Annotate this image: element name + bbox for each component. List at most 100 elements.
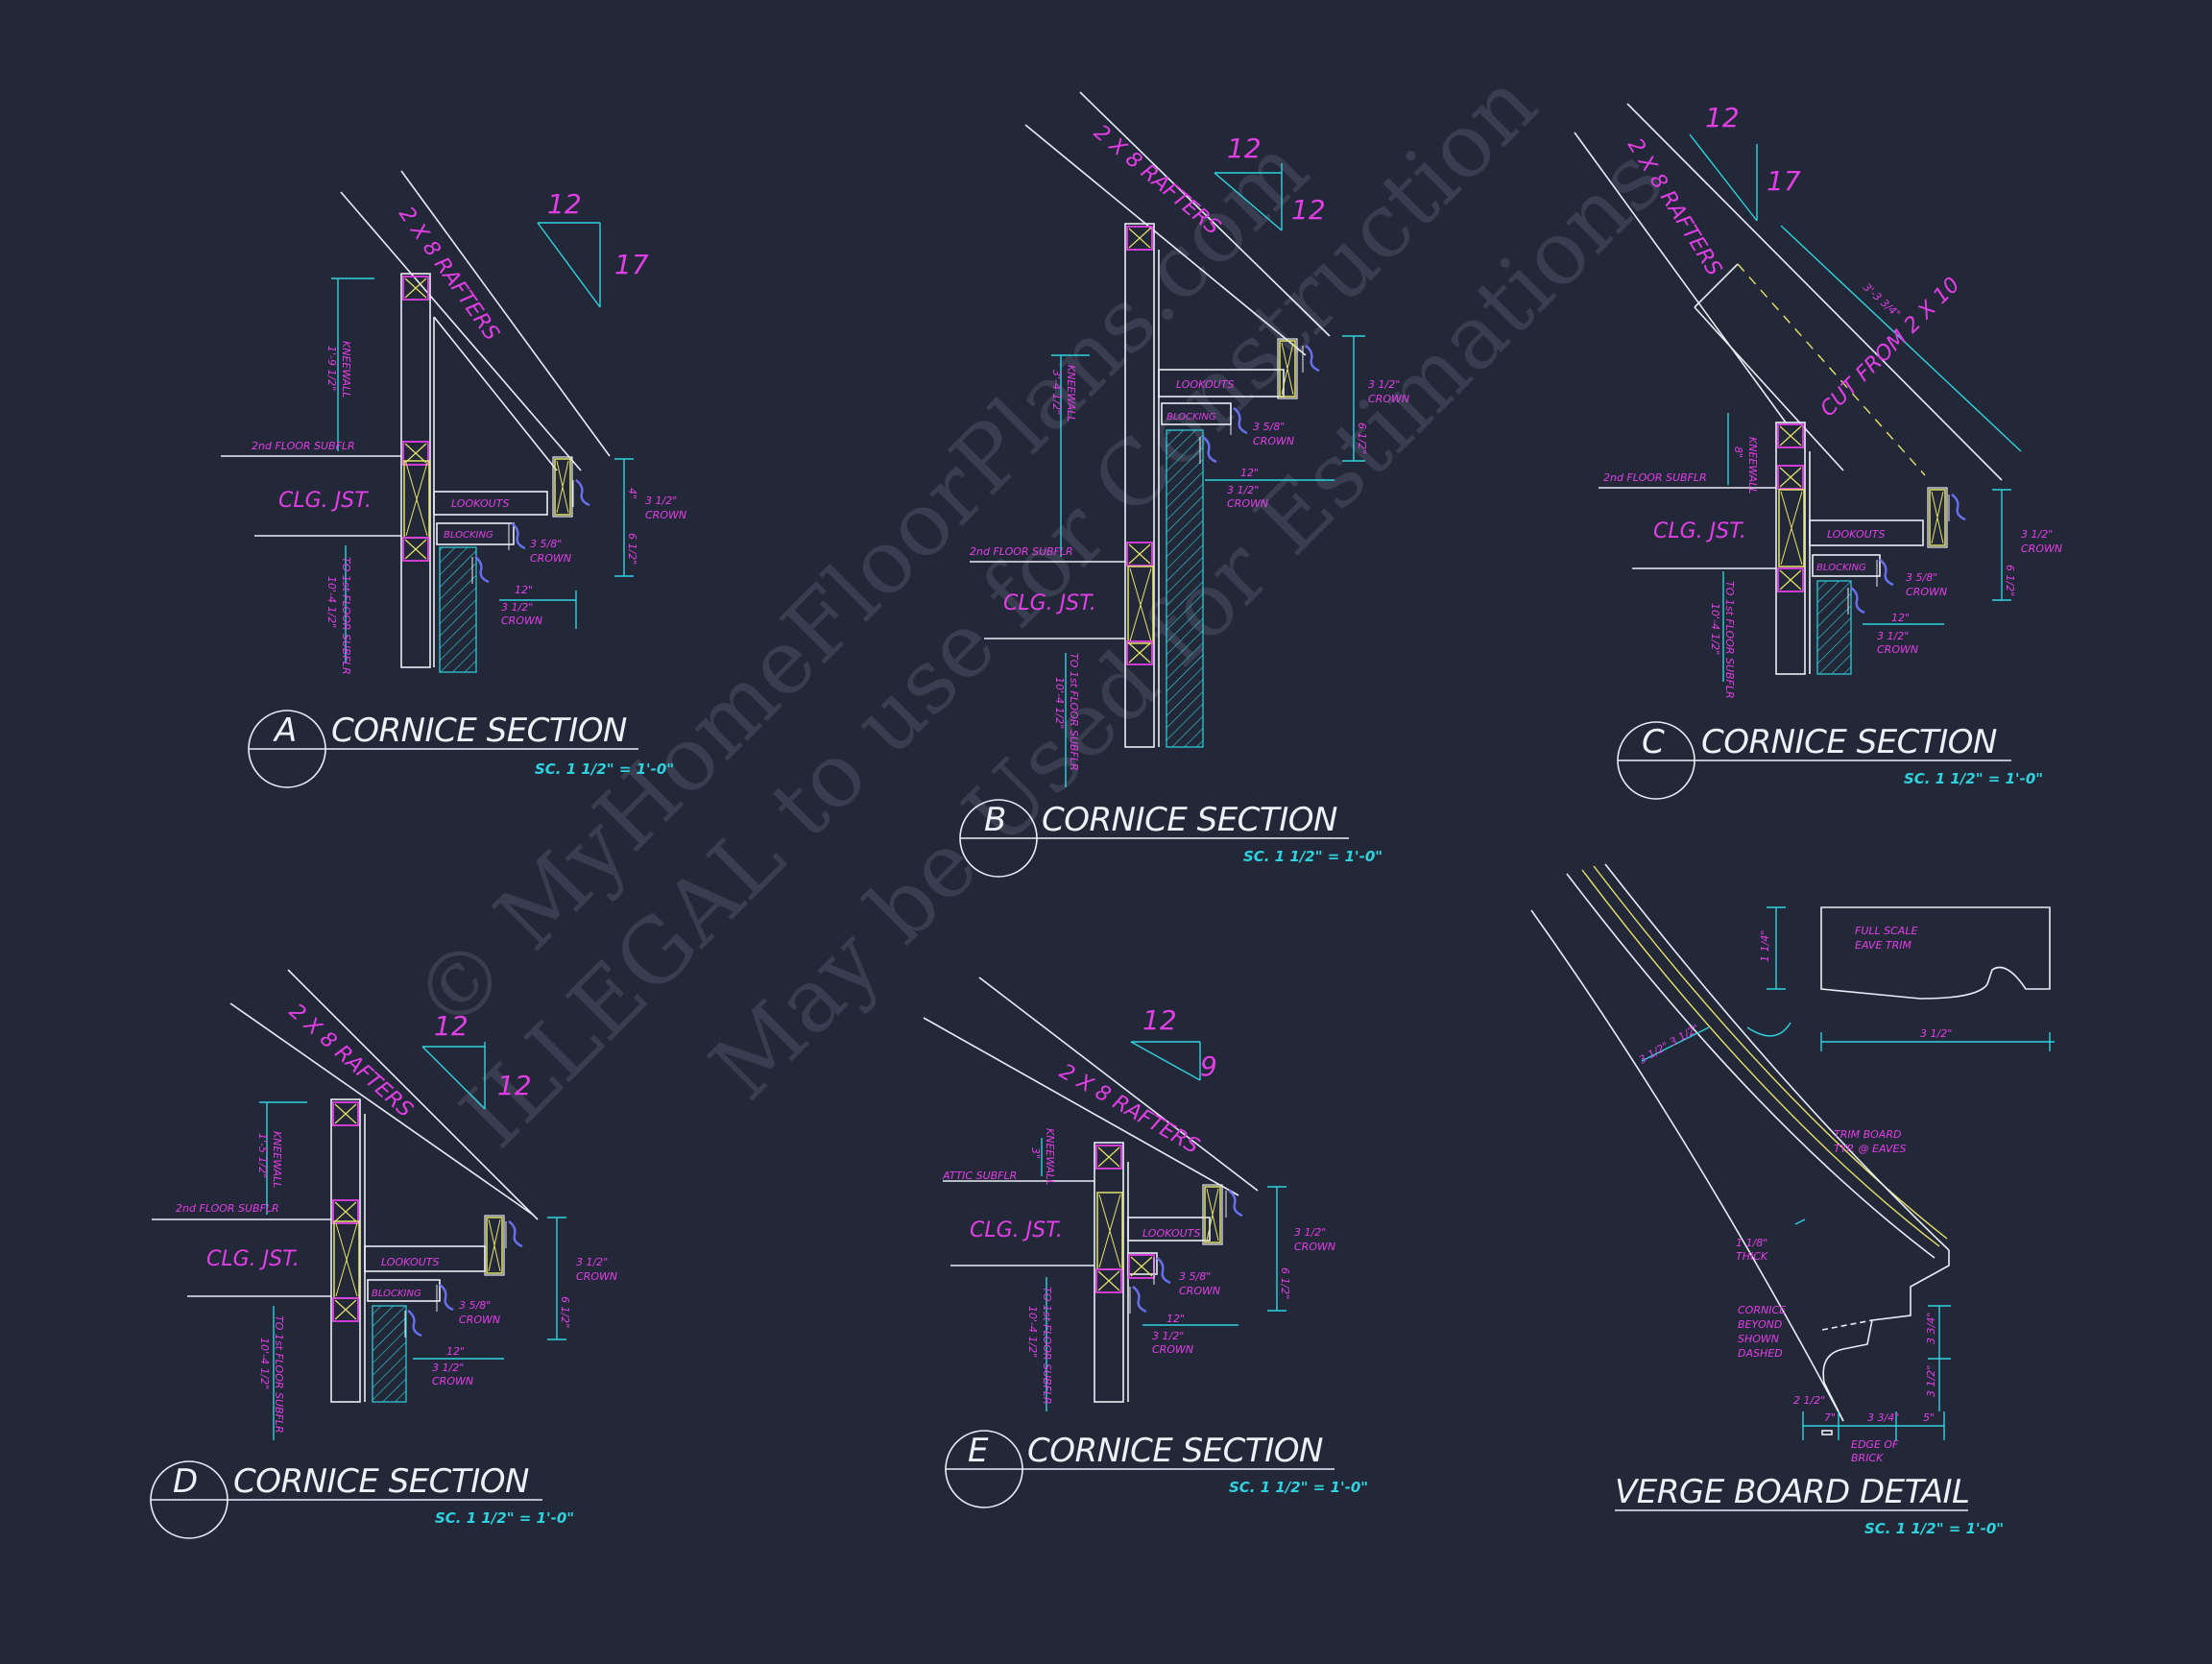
rafter-len-c: 3'-3 3/4" bbox=[1861, 281, 1903, 321]
clg-jst-e: CLG. JST. bbox=[970, 1218, 1063, 1242]
crown-word-c3: CROWN bbox=[1877, 643, 1918, 656]
section-title-a: CORNICE SECTION bbox=[331, 711, 627, 750]
kneewall-e: KNEEWALL bbox=[1044, 1128, 1056, 1185]
section-title-c: CORNICE SECTION bbox=[1701, 723, 1997, 761]
crown-d3 bbox=[403, 1309, 423, 1339]
blocking-d: BLOCKING bbox=[372, 1289, 421, 1299]
pitch-run-b: 12 bbox=[1227, 133, 1262, 164]
section-title-b: CORNICE SECTION bbox=[1042, 801, 1337, 839]
pitch-run-e: 12 bbox=[1142, 1004, 1177, 1036]
floor-subflr-d: 2nd FLOOR SUBFLR bbox=[176, 1202, 279, 1215]
section-title-d: CORNICE SECTION bbox=[233, 1462, 529, 1501]
crown-dim-e: 3 1/2" bbox=[1294, 1226, 1326, 1239]
crown-word-a: CROWN bbox=[645, 509, 686, 521]
crown-dim-e2: 3 5/8" bbox=[1179, 1270, 1211, 1283]
section-a: 12 17 2 X 8 RAFTERS 2nd FLOOR SUBFLR CLG… bbox=[221, 170, 686, 788]
verge-dim-2-half: 2 1/2" bbox=[1793, 1394, 1825, 1407]
dim-10-4-e: 10'-4 1/2" bbox=[1026, 1306, 1039, 1358]
pitch-rise-c: 17 bbox=[1767, 165, 1801, 197]
to-1st-d: TO 1st FLOOR SUBFLR bbox=[273, 1315, 285, 1434]
scale-e: SC. 1 1/2" = 1'-0" bbox=[1229, 1479, 1368, 1496]
dim-4-a: 4" bbox=[626, 488, 638, 499]
verge-dim-1-1-4: 1 1/4" bbox=[1759, 930, 1771, 962]
lookouts-e: LOOKOUTS bbox=[1142, 1227, 1200, 1240]
blocking-top-e bbox=[1095, 1145, 1122, 1170]
scale-a: SC. 1 1/2" = 1'-0" bbox=[535, 760, 674, 778]
pitch-rise-a: 17 bbox=[614, 249, 649, 280]
verge-dim-3-3-4: 3 3/4" bbox=[1867, 1411, 1899, 1424]
crown-dim-c2: 3 5/8" bbox=[1906, 571, 1937, 584]
thick-2: THICK bbox=[1736, 1250, 1768, 1263]
verge-dim-7: 7" bbox=[1824, 1411, 1836, 1424]
blocking-a: BLOCKING bbox=[444, 530, 493, 541]
crown-e bbox=[1224, 1189, 1244, 1219]
blocking-low bbox=[402, 537, 429, 562]
section-e: 12 9 2 X 8 RAFTERS ATTIC SUBFLR CLG. JST… bbox=[923, 977, 1368, 1508]
dim-12-c: 12" bbox=[1891, 612, 1910, 624]
blocking-top-c bbox=[1777, 423, 1804, 448]
dim-6half-b: 6 1/2" bbox=[1356, 422, 1368, 454]
crown-word-b3: CROWN bbox=[1227, 497, 1268, 510]
crown-dim-c: 3 1/2" bbox=[2021, 528, 2053, 541]
scale-c: SC. 1 1/2" = 1'-0" bbox=[1904, 770, 2043, 787]
clg-jst-c: CLG. JST. bbox=[1653, 519, 1746, 543]
fascia-c bbox=[1927, 487, 1948, 548]
kneewall-dim-c: 8" bbox=[1732, 446, 1744, 458]
section-id-a: A bbox=[273, 711, 297, 750]
to-1st-b: TO 1st FLOOR SUBFLR bbox=[1068, 653, 1080, 771]
fascia-d bbox=[484, 1215, 505, 1276]
trim-board-1: TRIM BOARD bbox=[1834, 1128, 1901, 1141]
crown-d bbox=[504, 1219, 524, 1250]
ceiling-joist-e bbox=[1096, 1192, 1123, 1270]
lookouts-b: LOOKOUTS bbox=[1176, 378, 1234, 391]
crown-word-e3: CROWN bbox=[1152, 1343, 1193, 1356]
clg-jst-d: CLG. JST. bbox=[206, 1247, 300, 1271]
kneewall-dim-e: 3" bbox=[1029, 1147, 1042, 1159]
lookouts-a: LOOKOUTS bbox=[451, 497, 509, 510]
crown-word-d3: CROWN bbox=[432, 1375, 473, 1387]
cornice-3: SHOWN bbox=[1738, 1333, 1779, 1345]
verge-dim-v2: 3 3/4" bbox=[1925, 1313, 1937, 1344]
blocking-c: BLOCKING bbox=[1816, 563, 1866, 573]
clg-jst-b: CLG. JST. bbox=[1003, 591, 1096, 615]
crown-word-a3: CROWN bbox=[501, 615, 542, 627]
dim-6half-d: 6 1/2" bbox=[559, 1296, 571, 1328]
crown-word-d2: CROWN bbox=[459, 1314, 500, 1326]
fascia-a bbox=[552, 456, 573, 518]
crown-word-d: CROWN bbox=[576, 1270, 617, 1283]
cornice-1: CORNICE bbox=[1738, 1304, 1786, 1316]
crown-dim-a3: 3 1/2" bbox=[501, 601, 533, 614]
dim-12-b: 12" bbox=[1240, 467, 1259, 479]
trim-board-2: TYP. @ EAVES bbox=[1834, 1143, 1906, 1155]
blocking-top-d bbox=[332, 1101, 359, 1126]
pitch-run-a: 12 bbox=[547, 188, 582, 220]
verge-dim-5: 5" bbox=[1923, 1411, 1935, 1424]
crown-dim-b2: 3 5/8" bbox=[1253, 421, 1285, 433]
kneewall-dim-a: 1'-9 1/2" bbox=[325, 346, 338, 391]
pitch-rise-e: 9 bbox=[1200, 1050, 1217, 1082]
section-id-b: B bbox=[984, 801, 1006, 839]
dim-6half-e: 6 1/2" bbox=[1279, 1267, 1291, 1299]
verge-scale: SC. 1 1/2" = 1'-0" bbox=[1864, 1520, 2004, 1537]
dim-10-4-c: 10'-4 1/2" bbox=[1709, 603, 1721, 655]
cornice-4: DASHED bbox=[1738, 1347, 1783, 1360]
dim-10-4-d: 10'-4 1/2" bbox=[258, 1338, 271, 1389]
blocking-mid-b bbox=[1126, 542, 1153, 567]
dim-12-a: 12" bbox=[515, 584, 533, 596]
crown-dim-b: 3 1/2" bbox=[1368, 378, 1400, 391]
scale-b: SC. 1 1/2" = 1'-0" bbox=[1243, 848, 1382, 865]
crown-word-e2: CROWN bbox=[1179, 1285, 1220, 1297]
pitch-run-c: 12 bbox=[1705, 102, 1740, 133]
attic-subflr-e: ATTIC SUBFLR bbox=[942, 1170, 1017, 1182]
crown-word-b: CROWN bbox=[1368, 393, 1409, 405]
verge-dim-3-half: 3 1/2" bbox=[1920, 1027, 1952, 1040]
verge-dim-band: 3 1/2" 3 1/2" bbox=[1637, 1022, 1701, 1066]
rafters-e: 2 X 8 RAFTERS bbox=[1055, 1060, 1203, 1159]
crown-word-b2: CROWN bbox=[1253, 435, 1294, 447]
section-id-d: D bbox=[173, 1462, 198, 1501]
dim-10-4-a: 10'-4 1/2" bbox=[325, 576, 338, 628]
kneewall-dim-b: 3'-4 1/2" bbox=[1050, 370, 1063, 415]
crown-dim-b3: 3 1/2" bbox=[1227, 484, 1259, 496]
crown-a2 bbox=[507, 521, 527, 552]
blocking-low-c bbox=[1777, 567, 1804, 592]
